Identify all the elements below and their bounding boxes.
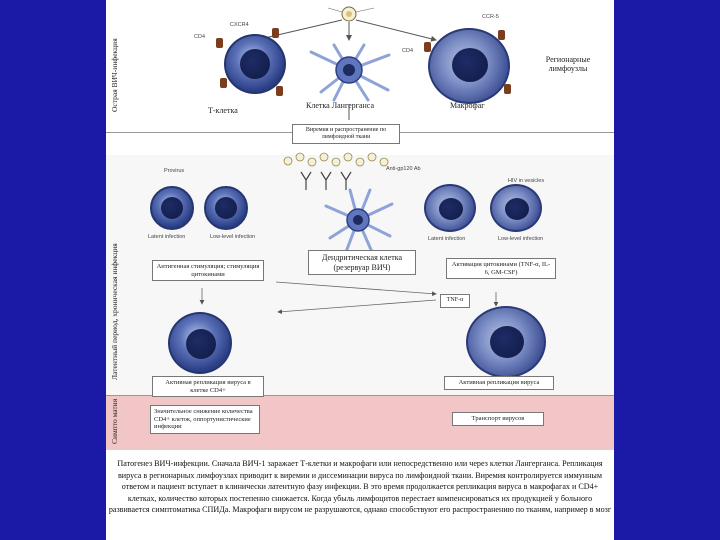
top-illustration <box>255 6 437 120</box>
dendritic-cell-box: Дендритическая клетка (резервуар ВИЧ) <box>308 250 416 275</box>
latent-right-label: Latent infection <box>428 236 466 242</box>
macrophage-icon <box>428 28 510 104</box>
virus-transport-box: Транспорт вирусов <box>452 412 544 426</box>
divider-symptoms <box>106 395 614 396</box>
diagram-panel: Острая ВИЧ-инфекция Латентный период, хр… <box>106 0 614 540</box>
provirus-label: Provirus <box>164 168 185 174</box>
cd4-left-label: CD4 <box>194 34 206 40</box>
receptor-icon <box>276 86 283 96</box>
receptor-icon <box>216 38 223 48</box>
figure-caption: Патогенез ВИЧ-инфекции. Сначала ВИЧ-1 за… <box>108 459 612 515</box>
active-t-cell-icon <box>168 312 232 374</box>
stage-label-symptoms: Симпто матия <box>110 398 119 444</box>
receptor-icon <box>498 30 505 40</box>
receptor-icon <box>220 78 227 88</box>
lowlevel-macrophage-icon <box>490 184 542 232</box>
latent-t-cell-icon <box>150 186 194 230</box>
antigen-stimulation-box: Антигенная стимуляция; стимуляция цитоки… <box>152 260 264 281</box>
macrophage-label: Макрофаг <box>450 101 485 110</box>
active-macrophage-icon <box>466 306 546 378</box>
hiv-vesicles-label: HIV in vesicles <box>508 178 545 184</box>
cd4-decline-box: Значительное снижение количества CD4+ кл… <box>150 405 260 434</box>
latent-left-label: Latent infection <box>148 234 186 240</box>
antibody-icons <box>300 171 352 190</box>
lowlevel-right-label: Low-level infection <box>498 236 544 242</box>
cxcr4-label: CXCR4 <box>230 22 249 28</box>
receptor-icon <box>272 28 279 38</box>
lowlevel-t-cell-icon <box>204 186 248 230</box>
langerhans-label: Клетка Лангерганса <box>306 101 374 110</box>
ccr5-label: CCR-5 <box>482 14 499 20</box>
virion-cluster <box>283 152 389 167</box>
cd4-right-label: CD4 <box>402 48 414 54</box>
receptor-icon <box>424 42 431 52</box>
viremia-box: Виремия и распространение по лимфоидной … <box>292 124 400 144</box>
cytokine-activation-box: Активация цитокинами (TNF-α, IL-6, GM-CS… <box>446 258 556 279</box>
t-cell-label: Т-клетка <box>208 106 238 115</box>
receptor-icon <box>504 84 511 94</box>
active-replication-left-box: Активная репликация вируса в клетке CD4+ <box>152 376 264 397</box>
anti-gp120-label: Anti-gp120 Ab <box>386 166 421 172</box>
dendritic-cell-icon <box>324 188 394 254</box>
lymph-nodes-label: Регионарные лимфоузлы <box>545 55 591 73</box>
latent-macrophage-icon <box>424 184 476 232</box>
lowlevel-left-label: Low-level infection <box>210 234 256 240</box>
tnf-arrows <box>199 281 499 315</box>
t-cell-icon <box>224 34 286 94</box>
langerhans-cell-icon <box>309 43 391 102</box>
tnf-box: TNF-α <box>440 294 470 308</box>
hiv-virion-icon <box>341 6 357 22</box>
active-replication-right-box: Активная репликация вируса <box>444 376 554 390</box>
